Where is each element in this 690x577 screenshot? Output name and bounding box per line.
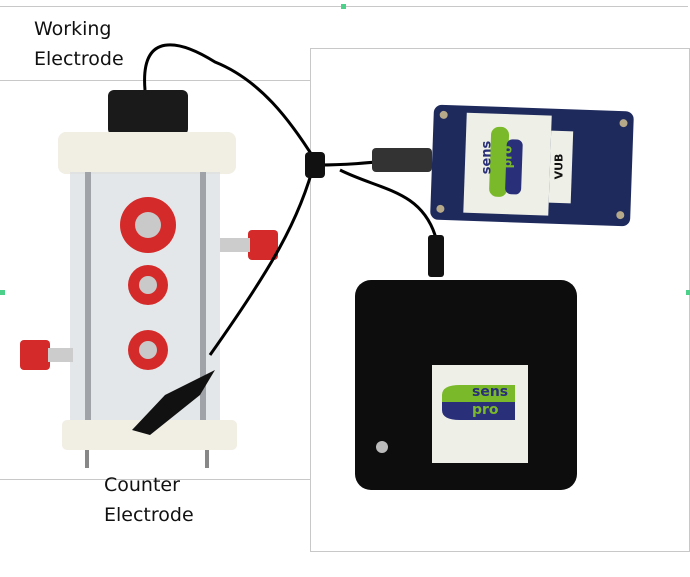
small-potentiostat xyxy=(430,104,634,227)
selection-handle xyxy=(341,4,346,9)
label-line: Electrode xyxy=(34,48,124,70)
counter-electrode-label: Counter Electrode xyxy=(104,470,194,530)
small-device-logo-bottom: pro xyxy=(500,145,515,169)
label-line: Working xyxy=(34,18,112,40)
working-electrode-label: Working Electrode xyxy=(34,14,124,74)
large-device-logo-top: sens xyxy=(472,384,509,400)
electrochemical-cell xyxy=(20,90,278,468)
large-device-logo-bottom: pro xyxy=(472,402,499,418)
label-line: Electrode xyxy=(104,504,194,526)
small-device-vub-tag: VUB xyxy=(552,153,566,180)
small-device-logo-top: sens xyxy=(479,140,495,175)
selection-handle xyxy=(0,290,5,295)
label-line: Counter xyxy=(104,474,180,496)
figure-frame-left xyxy=(0,80,310,480)
selection-handle xyxy=(686,290,690,295)
large-device xyxy=(355,280,577,490)
